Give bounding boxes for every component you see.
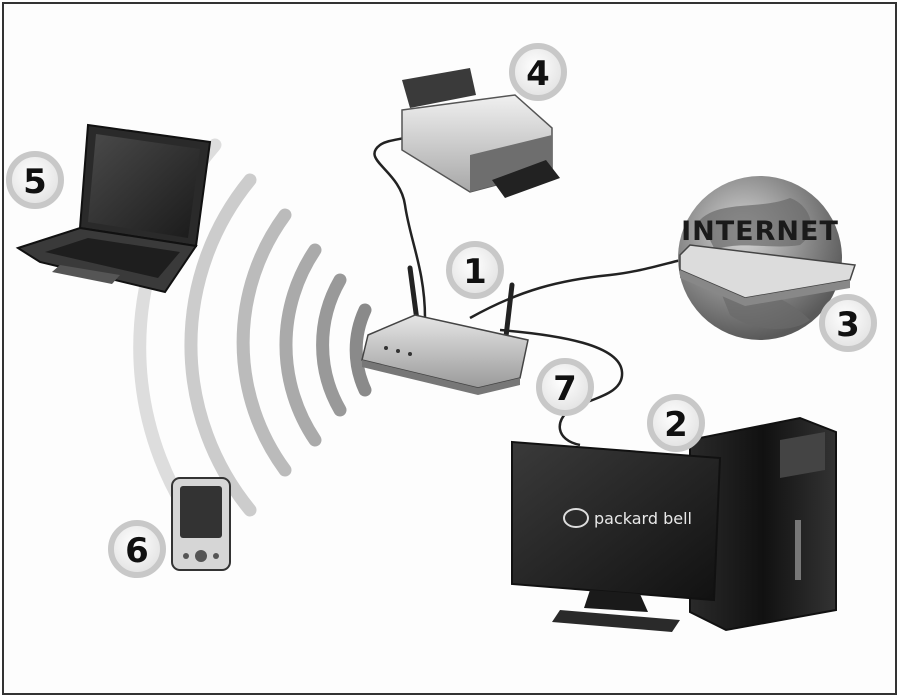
badge-number: 4 (526, 54, 550, 94)
badge-number: 6 (125, 531, 149, 571)
badge-number: 1 (463, 252, 487, 292)
badge-laptop: 5 (6, 151, 64, 209)
badge-desktop: 2 (647, 394, 705, 452)
desktop-pc (511, 416, 837, 632)
badge-printer: 4 (509, 43, 567, 101)
cable-router-printer (373, 130, 427, 319)
internet-globe (678, 176, 857, 340)
badge-pda: 6 (108, 520, 166, 578)
wifi-arc (279, 243, 322, 447)
pda-device (171, 477, 231, 571)
internet-label: INTERNET (681, 216, 839, 247)
printer (401, 68, 560, 198)
badge-internet: 3 (819, 294, 877, 352)
badge-router: 1 (446, 241, 504, 299)
wifi-arc (349, 303, 372, 397)
badge-number: 7 (553, 369, 577, 409)
brand-label: packard bell (594, 509, 692, 528)
wifi-arc (184, 173, 257, 517)
badge-number: 2 (664, 405, 688, 445)
badge-number: 5 (23, 162, 47, 202)
cable-router-desktop (499, 328, 624, 447)
wifi-arc (236, 208, 292, 477)
badge-cable: 7 (536, 358, 594, 416)
badge-number: 3 (836, 305, 860, 345)
wifi-arc (316, 273, 347, 417)
router (361, 265, 529, 395)
laptop (15, 123, 212, 294)
